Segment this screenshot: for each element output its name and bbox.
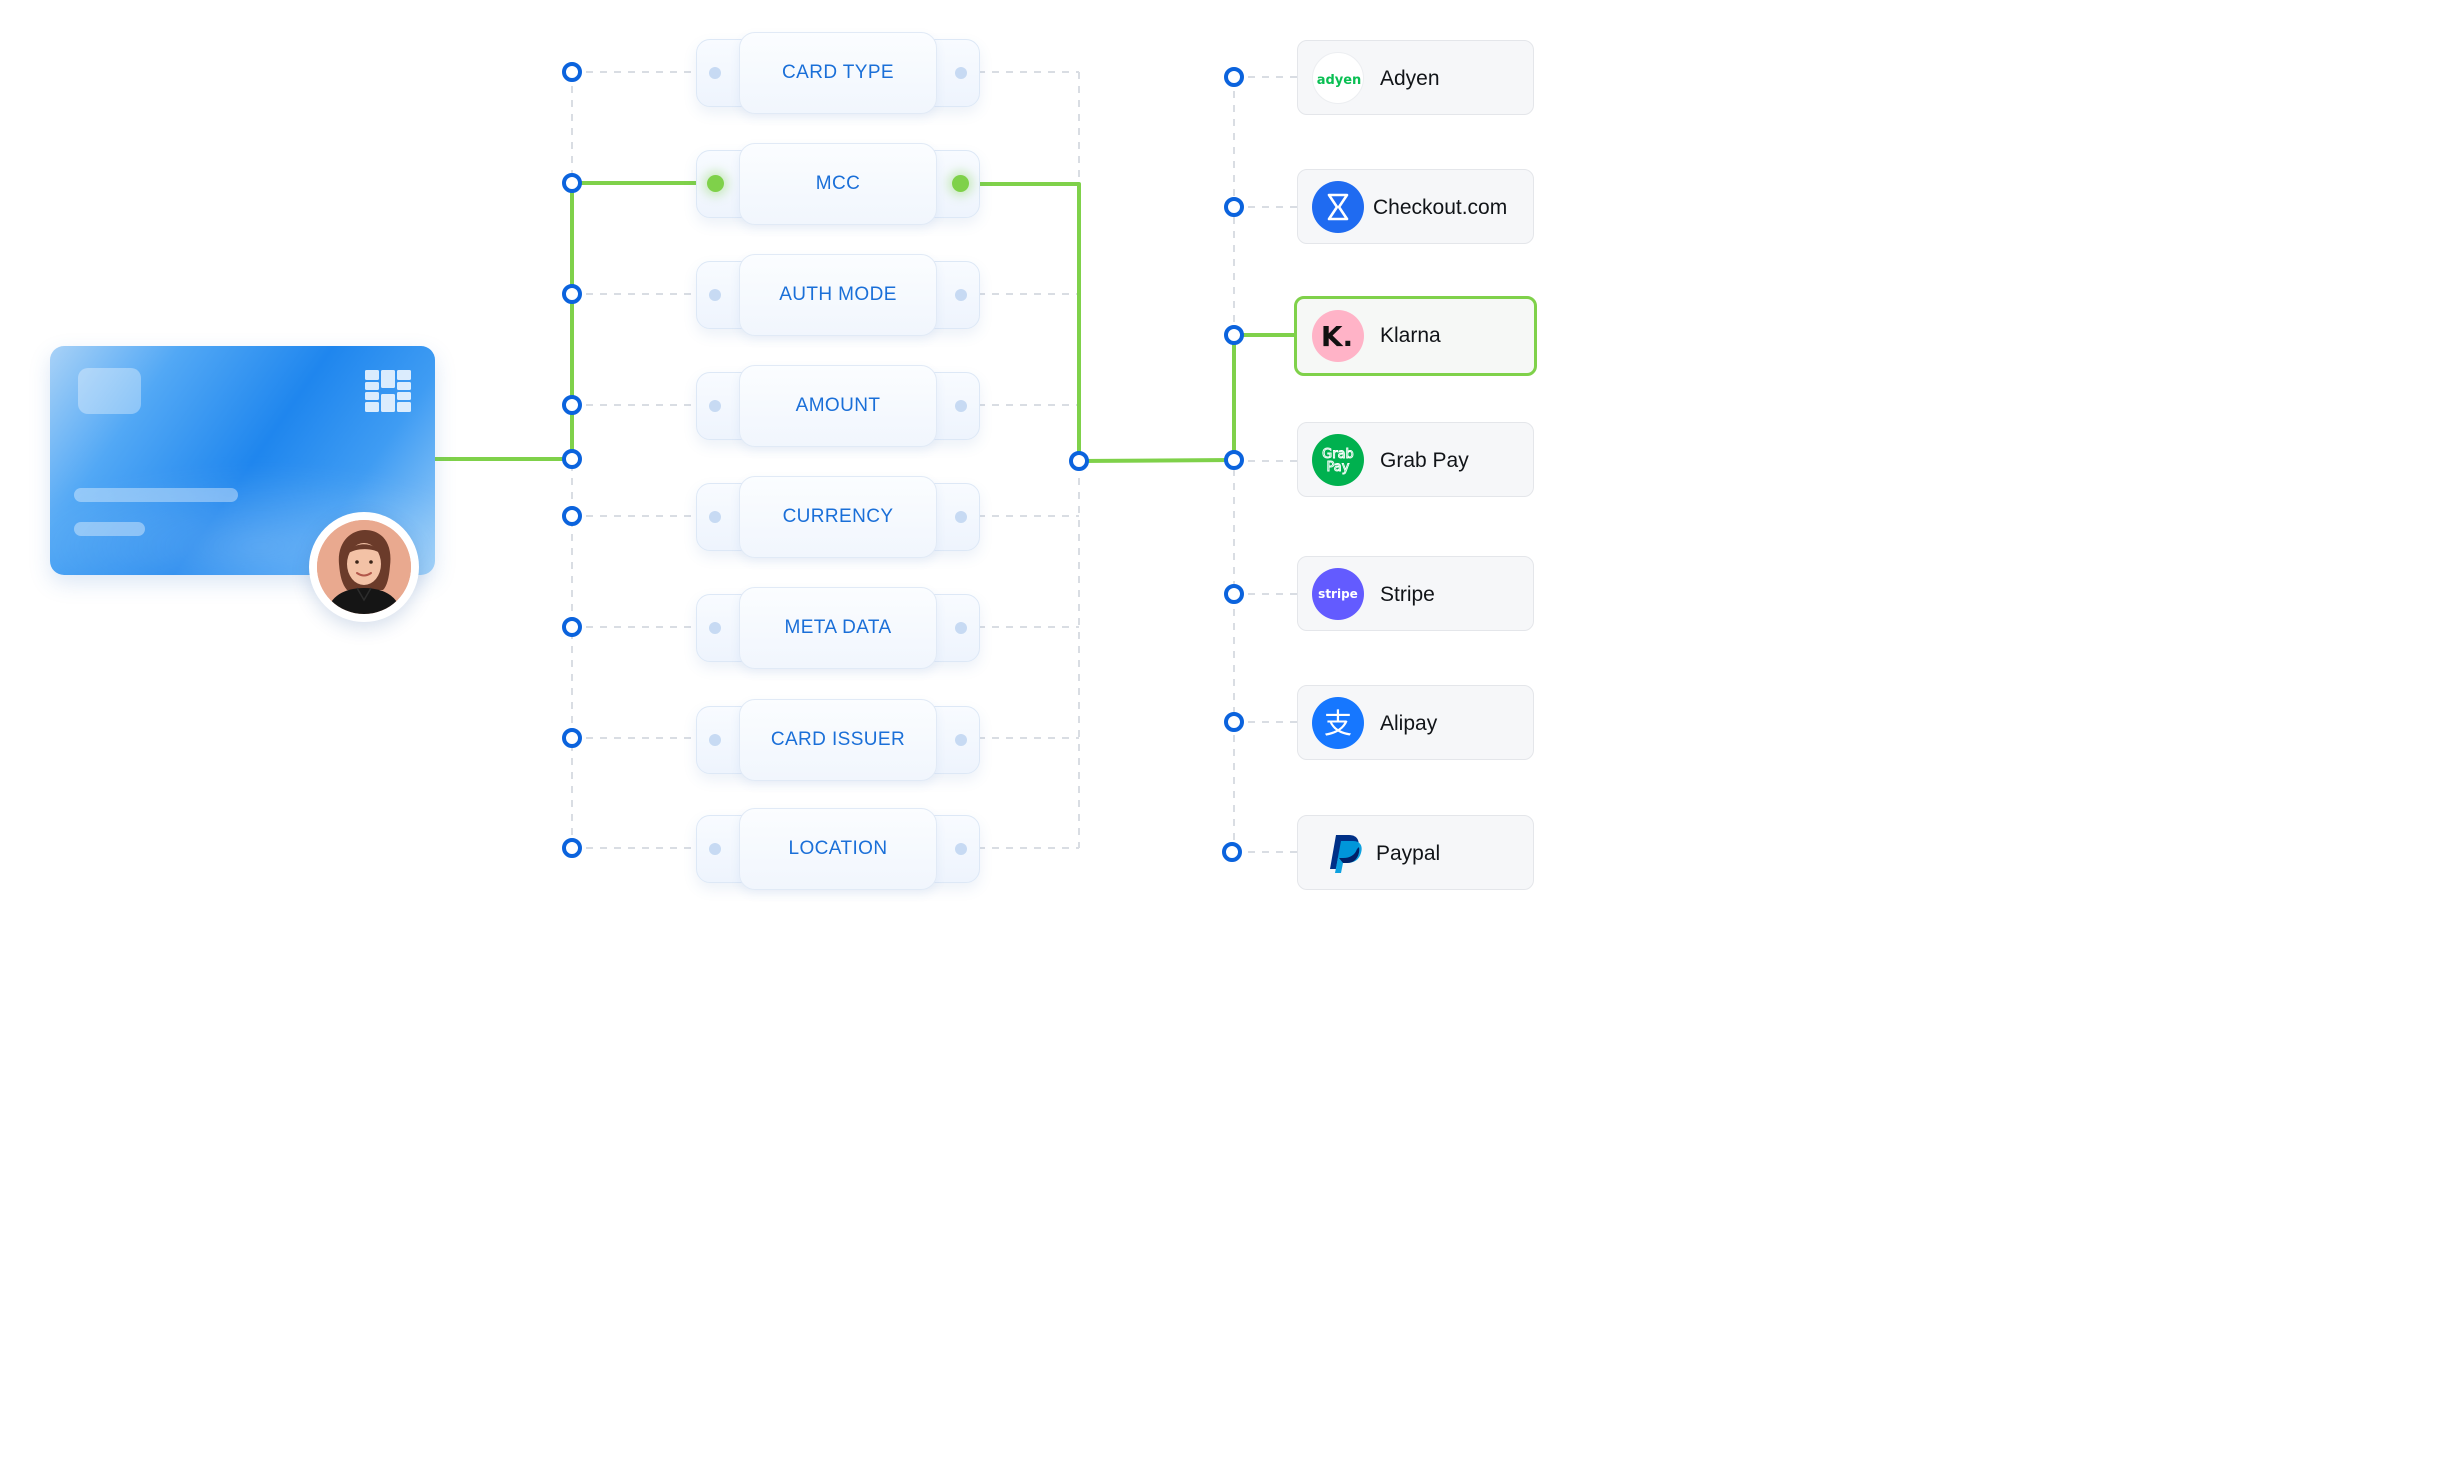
param-auth-mode[interactable]: AUTH MODE bbox=[696, 254, 980, 336]
provider-name: Checkout.com bbox=[1373, 196, 1508, 219]
user-avatar bbox=[309, 512, 419, 622]
checkout-logo bbox=[1312, 181, 1364, 233]
person-illustration bbox=[317, 520, 411, 614]
param-port-right bbox=[952, 175, 969, 192]
adyen-logo: adyen bbox=[1312, 52, 1364, 104]
param-neck bbox=[739, 143, 937, 225]
param-label: LOCATION bbox=[788, 838, 888, 859]
param-port-right bbox=[955, 289, 967, 301]
grabpay-logo: Grab Pay bbox=[1312, 434, 1364, 486]
param-card-issuer[interactable]: CARD ISSUER bbox=[696, 699, 980, 781]
provider-klarna[interactable]: K. Klarna bbox=[1294, 296, 1537, 376]
param-label: META DATA bbox=[784, 617, 892, 638]
param-neck bbox=[739, 254, 937, 336]
card-name-placeholder bbox=[74, 522, 145, 536]
provider-grabpay[interactable]: Grab Pay Grab Pay bbox=[1297, 422, 1534, 497]
param-port-right bbox=[955, 843, 967, 855]
param-label: AUTH MODE bbox=[779, 284, 897, 305]
grab-wordmark: Grab bbox=[1322, 447, 1354, 462]
connection-wires bbox=[434, 62, 1297, 862]
param-location[interactable]: LOCATION bbox=[696, 808, 980, 890]
provider-stripe[interactable]: stripe Stripe bbox=[1297, 556, 1534, 631]
param-label: CARD TYPE bbox=[782, 62, 894, 83]
chip-icon bbox=[365, 370, 411, 412]
provider-name: Stripe bbox=[1380, 583, 1435, 606]
provider-name: Adyen bbox=[1380, 67, 1440, 90]
card-number-placeholder bbox=[74, 488, 238, 502]
provider-name: Alipay bbox=[1380, 712, 1438, 735]
avatar-photo bbox=[317, 520, 411, 614]
param-label: CURRENCY bbox=[782, 506, 894, 527]
klarna-mark: K. bbox=[1321, 320, 1353, 353]
param-port-left bbox=[709, 400, 721, 412]
provider-adyen[interactable]: adyen Adyen bbox=[1297, 40, 1534, 115]
param-port-left bbox=[709, 511, 721, 523]
param-neck bbox=[739, 32, 937, 114]
paypal-logo bbox=[1316, 827, 1368, 879]
param-port-left bbox=[709, 289, 721, 301]
stripe-logo: stripe bbox=[1312, 568, 1364, 620]
param-neck bbox=[739, 808, 937, 890]
param-port-left bbox=[709, 734, 721, 746]
param-mcc[interactable]: MCC bbox=[696, 143, 980, 225]
param-neck bbox=[739, 365, 937, 447]
provider-name: Klarna bbox=[1380, 324, 1441, 347]
param-port-right bbox=[955, 511, 967, 523]
card-tag bbox=[78, 368, 141, 414]
klarna-logo: K. bbox=[1312, 310, 1364, 362]
param-port-right bbox=[955, 622, 967, 634]
provider-name: Grab Pay bbox=[1380, 449, 1469, 472]
param-card-type[interactable]: CARD TYPE bbox=[696, 32, 980, 114]
provider-name: Paypal bbox=[1376, 842, 1441, 865]
param-port-left bbox=[709, 843, 721, 855]
provider-paypal[interactable]: Paypal bbox=[1297, 815, 1534, 890]
param-neck bbox=[739, 699, 937, 781]
provider-checkout[interactable]: Checkout.com bbox=[1297, 169, 1534, 244]
param-port-left bbox=[709, 67, 721, 79]
param-port-right bbox=[955, 400, 967, 412]
param-port-right bbox=[955, 734, 967, 746]
alipay-logo: 支 bbox=[1312, 697, 1364, 749]
param-label: AMOUNT bbox=[795, 395, 881, 416]
adyen-wordmark: adyen bbox=[1317, 73, 1362, 88]
param-neck bbox=[739, 587, 937, 669]
param-port-left bbox=[709, 622, 721, 634]
alipay-glyph: 支 bbox=[1324, 707, 1352, 740]
stripe-wordmark: stripe bbox=[1318, 587, 1358, 601]
connector-nodes bbox=[562, 62, 1244, 862]
param-label: MCC bbox=[815, 173, 861, 194]
param-neck bbox=[739, 476, 937, 558]
param-port-right bbox=[955, 67, 967, 79]
param-port-left bbox=[707, 175, 724, 192]
param-amount[interactable]: AMOUNT bbox=[696, 365, 980, 447]
pay-wordmark: Pay bbox=[1327, 460, 1350, 475]
provider-alipay[interactable]: 支 Alipay bbox=[1297, 685, 1534, 760]
param-label: CARD ISSUER bbox=[770, 729, 906, 750]
param-meta-data[interactable]: META DATA bbox=[696, 587, 980, 669]
param-currency[interactable]: CURRENCY bbox=[696, 476, 980, 558]
